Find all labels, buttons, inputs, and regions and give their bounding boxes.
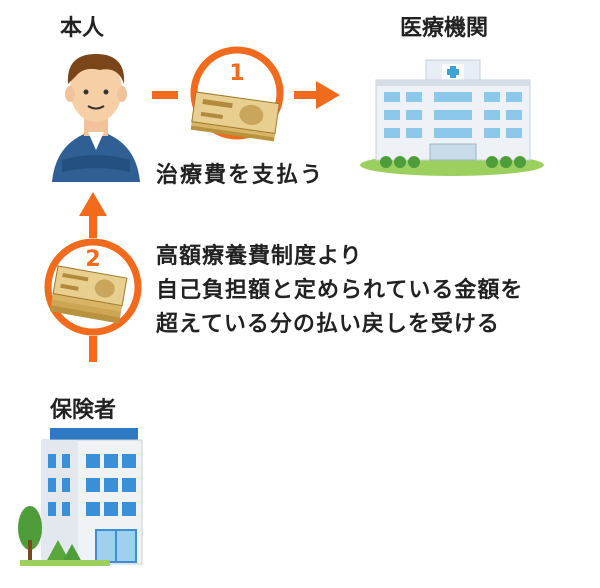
step1-number: 1 — [229, 61, 244, 86]
step2-line-2: 自己負担額と定められている金額を — [156, 278, 524, 303]
arrow-to-person — [79, 192, 107, 362]
step1-text: 治療費を支払う — [156, 163, 325, 188]
banknotes-2 — [50, 265, 128, 324]
hospital-icon — [360, 59, 544, 176]
step2-number: 2 — [85, 247, 100, 272]
step2-line-1: 高額療養費制度より — [156, 244, 363, 269]
person-label: 本人 — [60, 16, 105, 41]
insurer-label: 保険者 — [50, 398, 117, 423]
arrow-to-hospital — [152, 81, 340, 109]
person-icon — [52, 54, 140, 182]
step2-text: 高額療養費制度より 自己負担額と定められている金額を 超えている分の払い戻しを受… — [156, 240, 523, 342]
step2-line-3: 超えている分の払い戻しを受ける — [156, 312, 500, 337]
insurer-building-icon — [18, 428, 143, 566]
banknotes-1 — [190, 91, 280, 142]
hospital-label: 医療機関 — [400, 16, 489, 41]
